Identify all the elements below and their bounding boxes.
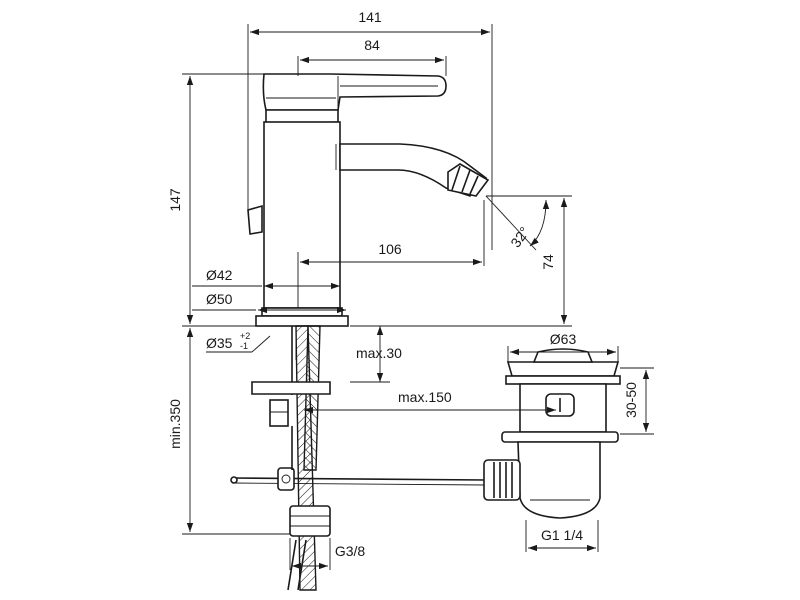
dim-lever-length: 84 [364,37,380,53]
dim-overall-width: 141 [358,9,382,25]
dimension-lines [182,24,654,570]
dim-waste-diameter: Ø63 [550,331,577,347]
waste-fitting [483,348,621,519]
dim-base-diameter: Ø50 [206,291,233,307]
dim-hose-thread: G3/8 [335,543,366,559]
dim-body-diameter: Ø42 [206,267,233,283]
dim-waste-thread: G1 1/4 [541,527,583,543]
dim-min-350: min.350 [167,399,183,449]
dim-height: 147 [167,188,183,212]
dim-hole-tol-plus: +2 [240,331,250,341]
dim-max-150: max.150 [398,389,452,405]
dim-hole-diameter: Ø35 [206,335,233,351]
dim-spout-angle: 32° [507,224,532,251]
dim-hole-tol-minus: -1 [240,341,248,351]
under-deck-assembly [230,325,487,591]
faucet-body [247,73,490,327]
dim-spout-height: 74 [540,254,556,270]
dim-max-30: max.30 [356,345,402,361]
dim-spout-reach: 106 [378,241,402,257]
dim-waste-range: 30-50 [623,382,639,418]
